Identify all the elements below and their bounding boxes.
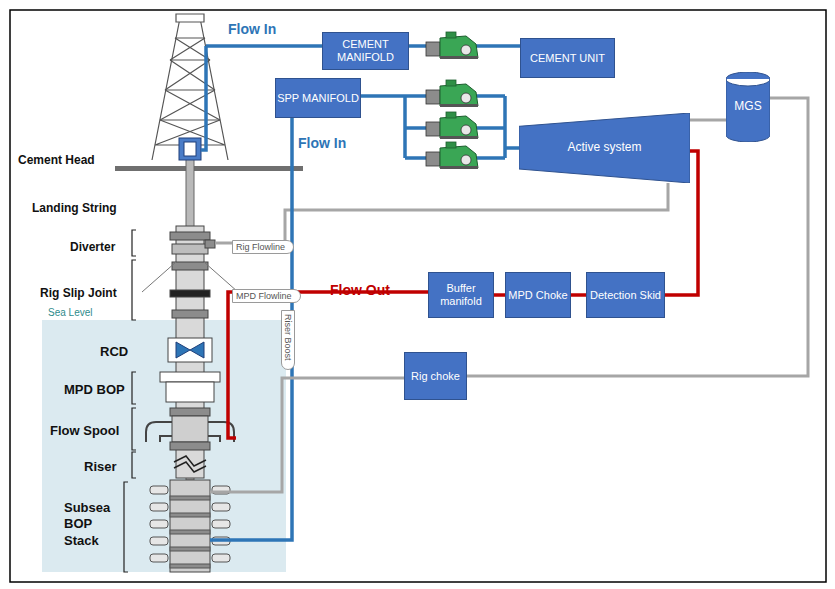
label-brackets [124, 230, 136, 572]
subsea-bop-stack [150, 480, 230, 572]
detection-box: Detection Skid [586, 272, 665, 318]
bop-ram [150, 537, 168, 545]
rig-flowline [215, 183, 668, 243]
manifold-box: Buffer manifold [428, 272, 494, 318]
line-tag: Rig Flowline [232, 240, 294, 254]
part-label: Cement Head [18, 153, 95, 167]
mud-pump [426, 80, 478, 107]
manifold-box: SPP MANIFOLD [275, 78, 361, 118]
part-label: Riser [84, 459, 117, 474]
bop-band [170, 513, 210, 517]
bop-ram [212, 503, 230, 511]
bop-ram [212, 554, 230, 562]
bop-ram [150, 503, 168, 511]
label-holder: Subsea BOP Stack [64, 500, 112, 549]
label-holder: Riser Boost [281, 310, 299, 370]
label-holder: Flow In [298, 134, 346, 152]
riser-boost-line [210, 118, 292, 540]
unit-box: CEMENT UNIT [520, 38, 615, 78]
bop-ram [212, 520, 230, 528]
line-tag: Riser Boost [281, 310, 295, 370]
cement-pump [426, 32, 478, 59]
mud-pump [426, 112, 478, 139]
box-label: MGS [734, 100, 761, 114]
choke-line [210, 378, 404, 492]
cement-head [179, 138, 201, 160]
label-holder: MPD Flowline [232, 285, 301, 303]
gas-separator-shape [726, 72, 770, 142]
part-label: Sea Level [48, 307, 92, 318]
box-label: CEMENT UNIT [530, 52, 605, 65]
part-label: Diverter [70, 240, 115, 254]
flow-line [494, 293, 505, 297]
label-holder: Landing String [32, 198, 117, 216]
label-holder: RCD [100, 342, 128, 360]
label-holder: Flow In [228, 20, 276, 38]
part-label: Subsea BOP Stack [64, 500, 112, 549]
active-system-tank-shape [519, 113, 690, 183]
choke-box: Rig choke [404, 352, 467, 400]
label-holder: Flow Out [330, 281, 390, 299]
part-label: MPD BOP [64, 382, 125, 397]
box-label: MPD Choke [508, 289, 567, 302]
rig-floor [115, 166, 303, 171]
part-label: RCD [100, 344, 128, 359]
part-label: Flow Spool [50, 423, 119, 438]
bop-ram [150, 486, 168, 494]
bop-band [170, 530, 210, 534]
label-holder: Cement Head [18, 150, 95, 168]
part-label: Flow In [298, 135, 346, 151]
box-label: SPP MANIFOLD [277, 92, 359, 105]
part-label: Rig Slip Joint [40, 286, 117, 300]
riser-column [142, 226, 238, 478]
box-label: Rig choke [411, 370, 460, 383]
label-holder: MPD BOP [64, 380, 125, 398]
line-tag: MPD Flowline [232, 289, 301, 303]
part-label: Landing String [32, 201, 117, 215]
label-holder: Riser [84, 457, 117, 475]
gas-separator: MGS [726, 72, 770, 142]
cement-head-window [184, 142, 196, 156]
active-system-tank: Active system [519, 113, 690, 183]
choke-box: MPD Choke [505, 272, 571, 318]
bop-band [170, 496, 210, 500]
label-holder: Sea Level [48, 302, 92, 320]
box-label: Detection Skid [590, 289, 661, 302]
part-label: Flow In [228, 21, 276, 37]
part-label: Flow Out [330, 282, 390, 298]
box-label: Active system [567, 141, 641, 155]
label-holder: Rig Flowline [232, 236, 294, 254]
frame [10, 10, 826, 582]
flow-line [690, 119, 726, 122]
bop-ram [150, 520, 168, 528]
label-holder: Flow Spool [50, 421, 119, 439]
mud-pump [426, 142, 478, 169]
label-holder: Rig Slip Joint [40, 283, 117, 301]
cement-flow-line [201, 46, 206, 150]
manifold-box: CEMENT MANIFOLD [322, 32, 409, 70]
flow-line [571, 293, 586, 297]
derrick [152, 14, 228, 160]
mpd-flowline [228, 292, 428, 438]
bop-band [170, 547, 210, 551]
cement-flow-line [206, 44, 322, 48]
label-holder: Diverter [70, 237, 115, 255]
bop-band [170, 564, 210, 568]
bop-ram [150, 554, 168, 562]
box-label: CEMENT MANIFOLD [323, 38, 408, 63]
sea-area [42, 320, 286, 572]
box-label: Buffer manifold [429, 282, 493, 307]
